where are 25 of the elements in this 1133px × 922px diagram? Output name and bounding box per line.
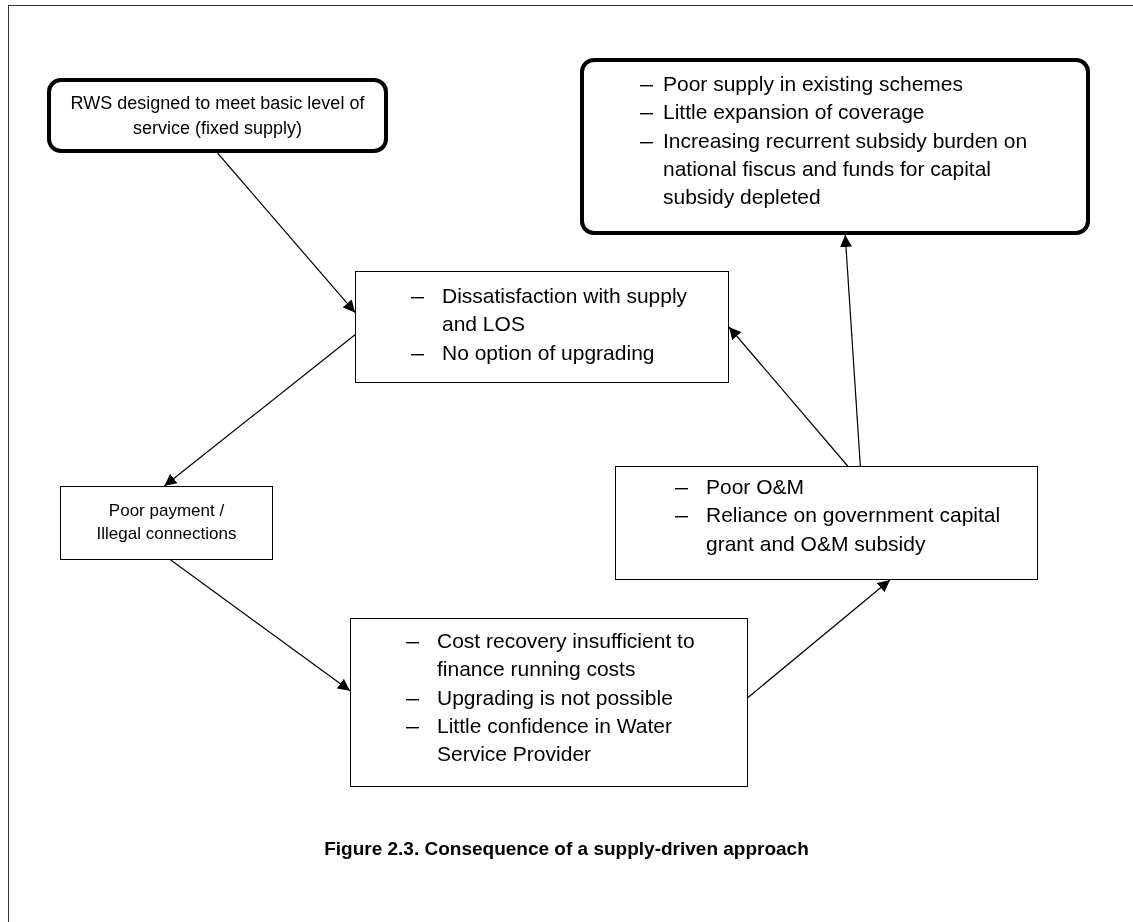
rounded-box: [47, 78, 388, 153]
box-text: RWS designed to meet basic level of service (fixed supply): [69, 92, 366, 140]
bullet-item: Upgrading is not possible: [437, 684, 674, 711]
box-text: Poor payment / Illegal connections: [95, 500, 238, 545]
bullet-item: Little confidence in Water Service Provider: [437, 713, 673, 768]
arrow: [728, 326, 849, 467]
bullet-item: Cost recovery insufficient to finance running costs: [437, 628, 696, 683]
bullet-item: Poor supply in existing schemes: [663, 71, 964, 97]
arrow: [170, 559, 351, 692]
process-box: [350, 618, 748, 787]
bullet-item: Increasing recurrent subsidy burden on national fiscus and funds for capital subsidy depleted: [663, 127, 1029, 211]
arrow: [163, 334, 356, 487]
arrow: [216, 152, 356, 314]
bullet-item: Little expansion of coverage: [663, 99, 926, 126]
bullet-item: Poor O&M: [706, 474, 806, 500]
arrow: [840, 234, 861, 467]
process-box: [60, 486, 273, 560]
rounded-box: [580, 58, 1090, 235]
figure-caption: Figure 2.3. Consequence of a supply-driven approach: [323, 838, 810, 860]
arrow: [747, 579, 891, 699]
bullet-item: Dissatisfaction with supply and LOS: [442, 283, 689, 338]
process-box: [355, 271, 729, 383]
bullet-item: Reliance on government capital grant and O&M subsidy: [706, 502, 1002, 557]
bullet-item: No option of upgrading: [442, 339, 656, 366]
process-box: [615, 466, 1038, 580]
